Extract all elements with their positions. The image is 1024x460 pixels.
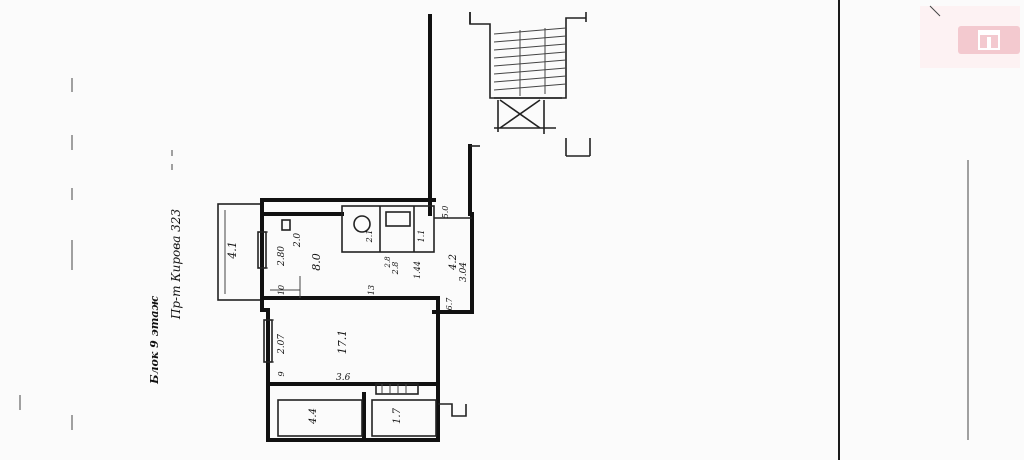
room-label-bath: 2.1 xyxy=(365,230,374,244)
bath-block xyxy=(341,205,435,253)
dim-kitchen-width: 2.80 xyxy=(277,246,287,267)
dim-room-side: 9 xyxy=(277,371,286,376)
logo-mark-icon xyxy=(978,30,1000,50)
left-margin-ticks xyxy=(19,78,73,430)
dim-top-right: 5.0 xyxy=(441,206,450,219)
apartment-walls xyxy=(217,198,474,442)
dim-kitchen-depth: 2.0 xyxy=(293,233,303,249)
dimension-labels: 2.80 2.0 10 2.07 9 3.6 13 2.8 1.44 3.04 … xyxy=(277,206,469,383)
scan-right-ticks xyxy=(929,5,969,440)
dim-hall-length: 1.44 xyxy=(413,261,422,279)
room-labels: 4.1 8.0 17.1 4.4 1.7 4.2 2.1 1.1 xyxy=(226,230,459,425)
room-label-hall: 4.2 xyxy=(448,254,459,271)
dim-kitchen-side: 10 xyxy=(277,285,286,295)
note-address: Пр-т Кирова 323 xyxy=(169,209,183,321)
room-label-kitchen: 8.0 xyxy=(310,253,323,271)
dim-hall-side: 13 xyxy=(367,285,376,295)
dim-bottom-right: 6.7 xyxy=(445,297,454,311)
corridor-walls xyxy=(428,14,480,216)
page-margin-line xyxy=(838,0,840,460)
room-label-storage-right: 1.7 xyxy=(392,407,403,424)
brand-logo xyxy=(958,26,1020,54)
dim-hall-width: 2.8 xyxy=(391,262,400,276)
room-label-wc: 1.1 xyxy=(417,230,426,243)
dim-room-length: 3.6 xyxy=(336,373,351,383)
room-label-storage-left: 4.4 xyxy=(308,408,319,425)
dim-hall-total: 3.04 xyxy=(459,262,469,282)
plan-header-note: Блок 9 этаж Пр-т Кирова 323 xyxy=(148,150,183,385)
room-label-balcony: 4.1 xyxy=(226,241,239,260)
staircase xyxy=(469,12,591,157)
room-label-main-room: 17.1 xyxy=(336,330,349,355)
dim-room-width: 2.07 xyxy=(277,334,287,355)
dim-bath: 2.8 xyxy=(384,256,392,269)
note-block-floor: Блок 9 этаж xyxy=(148,295,161,384)
